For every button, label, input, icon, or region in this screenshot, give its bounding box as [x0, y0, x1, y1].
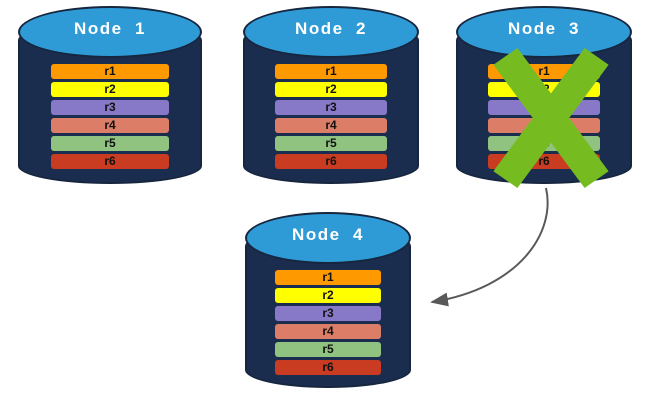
node-2-row-r3[interactable]: r3	[275, 100, 387, 115]
node-1-row-r5[interactable]: r5	[51, 136, 169, 151]
node-2-row-r4[interactable]: r4	[275, 118, 387, 133]
node-3-row-r3[interactable]: r3	[488, 100, 600, 115]
node-1-top-ellipse	[18, 6, 202, 58]
node-3-rows: r1 r2 r3 r4 r5 r6	[456, 6, 632, 184]
node-4[interactable]: Node 4 r1 r2 r3 r4 r5 r6	[245, 212, 411, 388]
node-3-label: Node 3	[508, 19, 580, 38]
node-1-row-r3[interactable]: r3	[51, 100, 169, 115]
node-1-label: Node 1	[74, 19, 146, 38]
node-4-label: Node 4	[292, 225, 364, 244]
node-2-row-r6[interactable]: r6	[275, 154, 387, 169]
node-4-row-r3[interactable]: r3	[275, 306, 381, 321]
node-2[interactable]: Node 2 r1 r2 r3 r4 r5 r6	[243, 6, 419, 184]
node-3[interactable]: Node 3 r1 r2 r3 r4 r5 r6	[456, 6, 632, 188]
node-4-row-r4[interactable]: r4	[275, 324, 381, 339]
node-2-row-r5[interactable]: r5	[275, 136, 387, 151]
node-1-row-r6[interactable]: r6	[51, 154, 169, 169]
node-1-rows: r1 r2 r3 r4 r5 r6	[18, 6, 202, 184]
node-3-row-r4[interactable]: r4	[488, 118, 600, 133]
node-4-row-r5[interactable]: r5	[275, 342, 381, 357]
node-2-row-r1[interactable]: r1	[275, 64, 387, 79]
node-3-row-r2[interactable]: r2	[488, 82, 600, 97]
node-1-row-r1[interactable]: r1	[51, 64, 169, 79]
node-2-top-ellipse	[243, 6, 419, 58]
node-4-top-ellipse	[245, 212, 411, 264]
node-2-rows: r1 r2 r3 r4 r5 r6	[243, 6, 419, 184]
node-4-row-r1[interactable]: r1	[275, 270, 381, 285]
node-4-cylinder: Node 4	[245, 212, 411, 388]
node-2-row-r2[interactable]: r2	[275, 82, 387, 97]
node-3-row-r6[interactable]: r6	[488, 154, 600, 169]
node-2-label: Node 2	[295, 19, 367, 38]
node-4-row-r6[interactable]: r6	[275, 360, 381, 375]
node-1-row-r2[interactable]: r2	[51, 82, 169, 97]
node-3-row-r5[interactable]: r5	[488, 136, 600, 151]
node-4-rows: r1 r2 r3 r4 r5 r6	[245, 212, 411, 388]
node-3-row-r1[interactable]: r1	[488, 64, 600, 79]
node-1[interactable]: Node 1 r1 r2 r3 r4 r5 r6	[18, 6, 202, 184]
node-1-row-r4[interactable]: r4	[51, 118, 169, 133]
node-4-row-r2[interactable]: r2	[275, 288, 381, 303]
